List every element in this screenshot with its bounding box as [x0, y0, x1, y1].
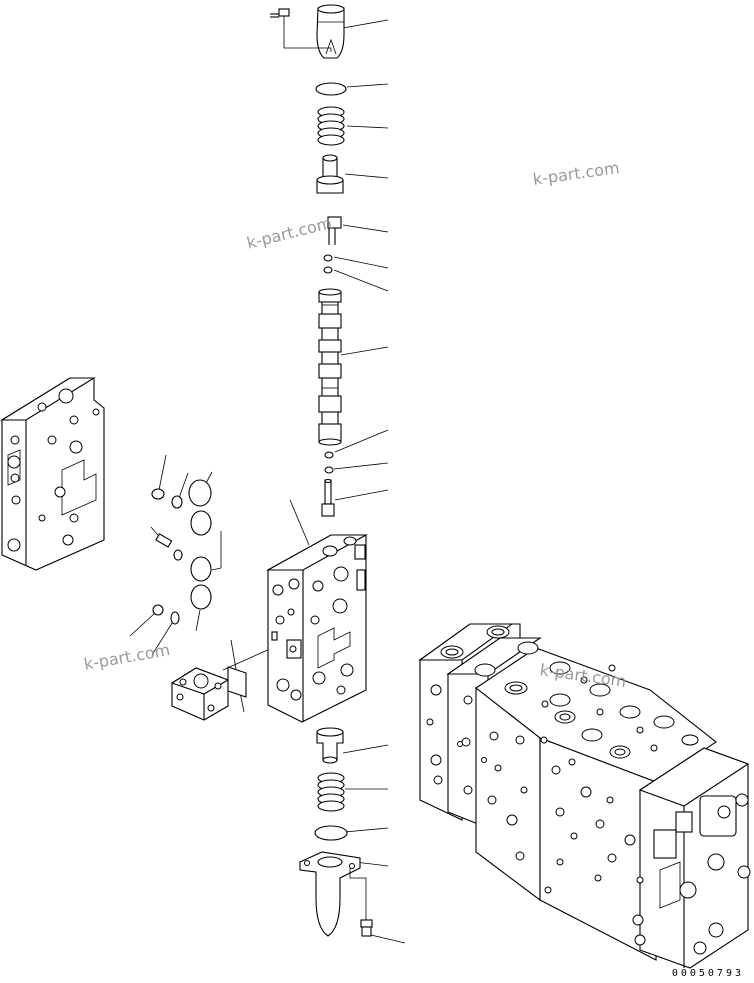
left-seals-group [151, 479, 212, 625]
figure-number: 00050793 [671, 968, 744, 979]
valve-cap-icon [299, 851, 361, 937]
o-ring-icon [314, 825, 348, 841]
side-section-block-icon [0, 377, 105, 571]
spring-retainer-icon [316, 727, 344, 764]
bolt-icon [349, 868, 373, 937]
flange-adapter-icon [170, 666, 247, 721]
small-o-ring-icon [323, 254, 333, 262]
plug-icon [321, 478, 335, 517]
stopper-icon [327, 216, 342, 245]
valve-section-block-icon [265, 534, 369, 723]
valve-cap-icon [316, 4, 345, 59]
small-o-ring-icon [324, 451, 334, 459]
leader-lines [129, 19, 406, 944]
control-valve-assembly-icon [418, 623, 751, 969]
bolt-icon [270, 8, 332, 52]
o-ring-icon [315, 82, 347, 96]
spring-retainer-icon [316, 154, 344, 194]
spring-icon [317, 772, 345, 812]
small-o-ring-icon [323, 266, 333, 274]
small-o-ring-icon [324, 466, 334, 474]
spring-icon [317, 106, 345, 146]
spool-icon [318, 288, 342, 446]
